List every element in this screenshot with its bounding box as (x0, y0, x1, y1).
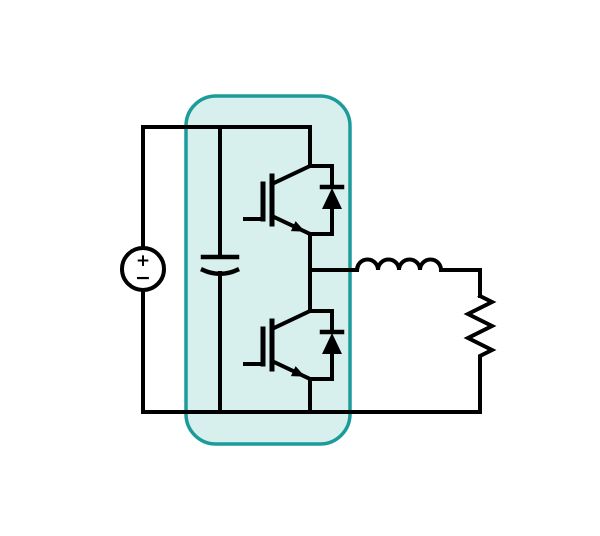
load-resistor-and-bottom-rail (141, 288, 497, 414)
high-side-diode-cathode-lead (308, 164, 334, 189)
low-side-igbt (243, 268, 313, 414)
low-side-emitter-arrow-icon (290, 366, 305, 377)
low-side-diode-triangle (322, 333, 342, 354)
output-inductor (354, 257, 482, 298)
high-side-collector-diagonal (269, 163, 313, 187)
high-side-diode (308, 164, 345, 236)
high-side-igbt (243, 125, 313, 272)
low-side-collector-diagonal (269, 308, 313, 332)
source-plus-mark: + (136, 251, 150, 271)
high-side-diode-anode-lead (308, 207, 334, 236)
high-side-emitter-arrow-icon (290, 221, 305, 232)
low-side-diode-anode-lead (308, 352, 334, 381)
dc-voltage-source: + − (120, 246, 166, 292)
top-rail-wire (141, 125, 312, 250)
high-side-diode-triangle (322, 188, 342, 209)
source-minus-mark: − (135, 267, 151, 289)
low-side-diode-cathode-lead (308, 309, 334, 334)
low-side-diode (308, 309, 345, 381)
dc-link-capacitor (200, 125, 240, 414)
